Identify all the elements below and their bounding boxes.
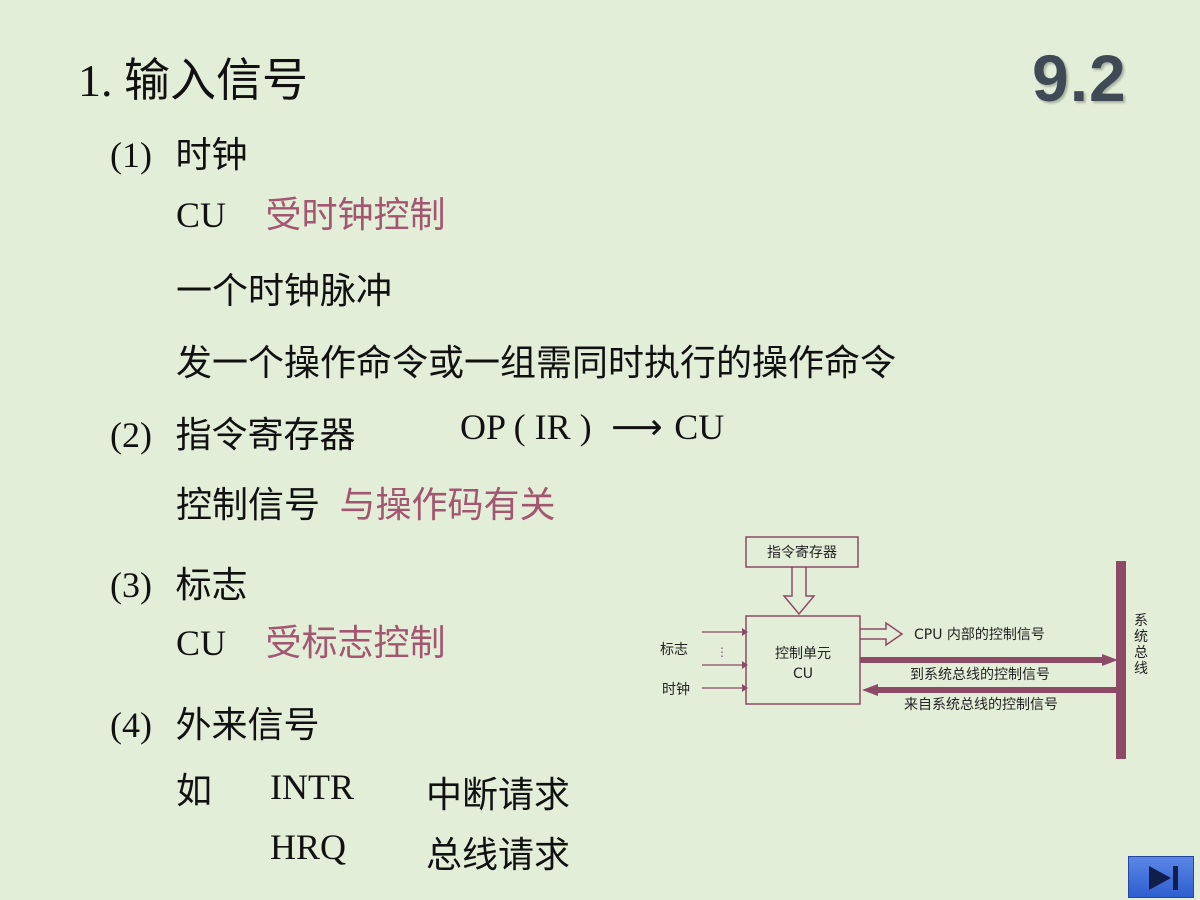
example-label: 如 [176,771,213,812]
bus-label-2: 统 [1134,629,1148,645]
plain-text: 控制信号 [176,485,321,526]
signal-desc-hrq: 总线请求 [426,835,571,876]
slide-title: 1. 输入信号 [78,44,308,110]
section-heading-text: 标志 [175,565,248,606]
ir-line-1: 控制信号 与操作码有关 [176,476,555,528]
cu-box-label-2: CU [793,666,813,682]
section-number: (2) [110,415,152,455]
input-clock-label: 时钟 [662,681,690,698]
section-heading-text: 指令寄存器 [175,415,356,456]
signal-desc-intr: 中断请求 [426,775,571,816]
bus-label-4: 线 [1134,661,1148,677]
section-clock-heading: (1) 时钟 [110,126,247,178]
ir-box [745,536,859,568]
signal-code-intr: INTR [270,767,354,807]
ir-box-label: 指令寄存器 [767,544,837,561]
clock-line-2: 一个时钟脉冲 [176,271,393,312]
accent-text: 受标志控制 [265,623,446,664]
clock-line-1: CU 受时钟控制 [176,186,445,238]
section-flags-heading: (3) 标志 [110,556,247,608]
cu-label: CU [176,623,227,663]
section-number: (3) [110,565,152,605]
flags-line-1: CU 受标志控制 [176,614,445,666]
cu-label: CU [176,195,227,235]
out-to-bus-label: 到系统总线的控制信号 [910,667,1050,683]
from-bus-arrow [876,687,1116,693]
play-next-icon [1149,866,1178,890]
bus-label-1: 系 [1134,613,1148,629]
section-heading-text: 时钟 [175,135,248,176]
clock-line-3: 发一个操作命令或一组需同时执行的操作命令 [176,343,897,384]
out-internal-label: CPU 内部的控制信号 [914,627,1045,643]
accent-text: 与操作码有关 [339,485,556,526]
input-flags-label: 标志 [660,642,688,658]
section-number: (1) [110,135,152,175]
system-bus-bar [1116,561,1126,759]
next-slide-button[interactable] [1128,856,1194,898]
ir-expression: OP ( IR ) ⟶ CU [460,406,724,448]
section-number: (4) [110,705,152,745]
section-heading-text: 外来信号 [175,705,320,746]
bus-label-3: 总 [1134,645,1148,661]
control-unit-diagram: 指令寄存器 控制单元 CU 标志 ⋮ 时钟 CPU 内部的控制信号 到系统总线的… [650,530,1170,770]
title-text: 1. 输入信号 [78,55,308,106]
section-external-heading: (4) 外来信号 [110,696,319,748]
to-bus-arrow [860,657,1106,663]
section-ir-heading: (2) 指令寄存器 [110,406,355,458]
cu-target: CU [674,407,725,447]
input-dots: ⋮ [716,645,728,659]
ir-to-cu-arrow [782,567,816,616]
internal-signal-arrow [860,621,904,647]
slide-number: 9.2 [1032,41,1127,115]
signal-code-hrq: HRQ [270,827,347,867]
diagram-svg: 指令寄存器 控制单元 CU 标志 ⋮ 时钟 CPU 内部的控制信号 到系统总线的… [660,536,1148,759]
cu-box-label-1: 控制单元 [775,646,831,662]
op-ir-expr: OP ( IR ) [460,407,592,447]
in-from-bus-label: 来自系统总线的控制信号 [904,697,1058,713]
arrow-right-icon: ⟶ [611,407,663,448]
accent-text: 受时钟控制 [265,195,446,236]
